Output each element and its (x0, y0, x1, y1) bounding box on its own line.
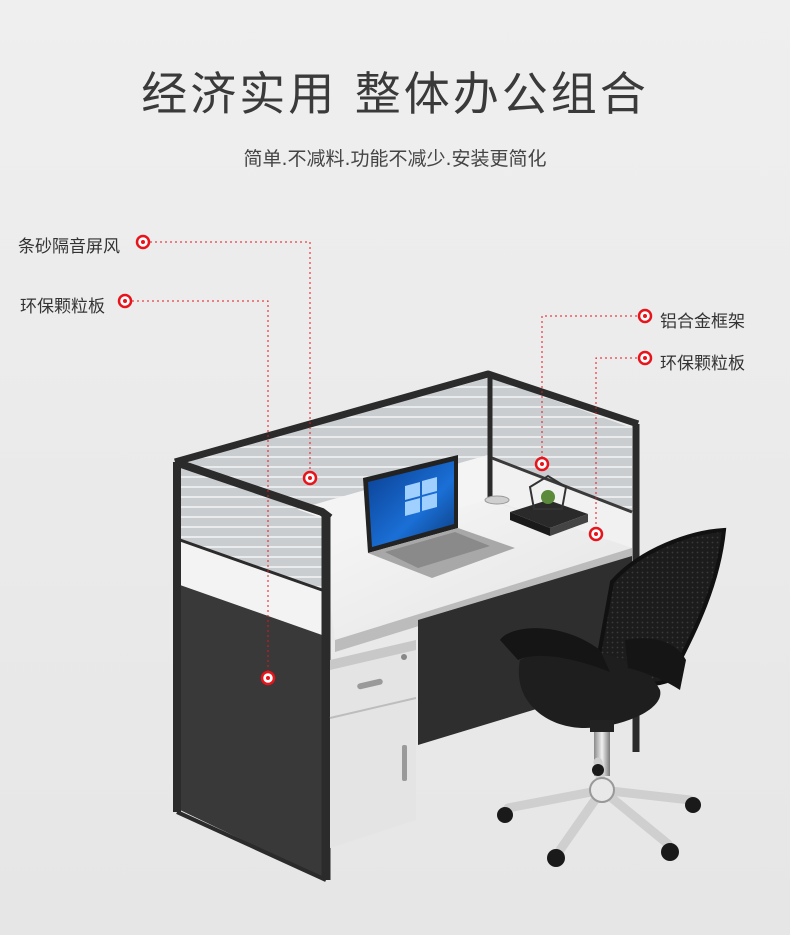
callout-aluminum-frame: 铝合金框架 (660, 312, 745, 332)
callout-markers (117, 234, 653, 686)
marker-point-side-panel-icon (260, 670, 276, 686)
office-chair (497, 527, 727, 867)
marker-point-frame-icon (534, 456, 550, 472)
page-title: 经济实用 整体办公组合 (141, 67, 649, 121)
marker-point-glass-icon (302, 470, 318, 486)
marker-eco-board-left-icon (117, 293, 133, 309)
callout-lines (132, 241, 642, 678)
page-subtitle: 简单.不减料.功能不减少.安装更简化 (243, 148, 547, 170)
callout-eco-board-right: 环保颗粒板 (660, 354, 745, 374)
marker-point-desktop-icon (588, 526, 604, 542)
marker-frosted-glass-icon (135, 234, 151, 250)
drawer-pedestal (329, 640, 417, 848)
callout-frosted-glass: 条砂隔音屏风 (18, 237, 120, 257)
terrarium-decor (510, 474, 588, 536)
callout-eco-board-left: 环保颗粒板 (20, 297, 105, 317)
left-side-panel (173, 458, 333, 882)
marker-eco-board-right-icon (637, 350, 653, 366)
marker-aluminum-frame-icon (637, 308, 653, 324)
laptop (363, 455, 515, 578)
